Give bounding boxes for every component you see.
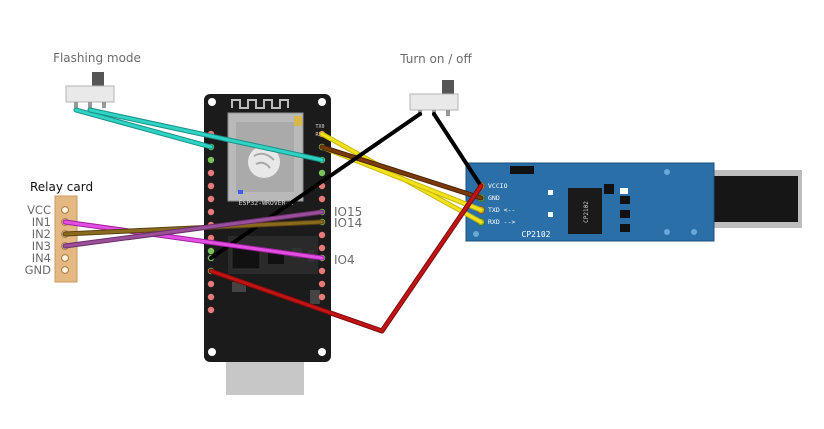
cp2102-adapter: CP2102 VCCIO GND TXD <-- RXD --> CP2102 [465, 162, 802, 242]
flashing-mode-switch [65, 72, 115, 108]
relay-header-strip [54, 195, 78, 283]
relay-card-label: Relay card [30, 180, 93, 194]
module-label: ESP32-WROVER-B [239, 199, 294, 207]
relay-pin-gnd: GND [25, 263, 52, 277]
relay-pin-in3: IN3 [32, 239, 51, 253]
wire-black-1 [209, 112, 422, 260]
power-switch [409, 80, 459, 116]
relay-pin-in1: IN1 [32, 215, 51, 229]
flashing-mode-label: Flashing mode [53, 51, 141, 65]
io15-label: IO15 [334, 205, 362, 219]
turn-on-off-label: Turn on / off [399, 52, 472, 66]
relay-pin-in4: IN4 [32, 251, 51, 265]
wires [62, 107, 484, 334]
pin-gnd: GND [488, 194, 500, 202]
io14-label: IO14 [334, 216, 362, 230]
cp2102-chip [568, 188, 602, 234]
tx0-mark: TX0 [315, 124, 324, 130]
wire-black-2 [432, 112, 483, 188]
espressif-logo-icon [248, 146, 280, 178]
relay-card-header: VCC IN1 IN2 IN3 IN4 GND [25, 195, 78, 283]
pin-rxd: RXD --> [488, 218, 515, 226]
esp32-board: ESP32-WROVER-B TX0 RX0 [204, 94, 331, 395]
switch-knob [442, 80, 454, 96]
chip-label: CP2102 [583, 201, 590, 223]
relay-pin-in2: IN2 [32, 227, 51, 241]
antenna-trace [231, 99, 289, 109]
io4-label: IO4 [334, 253, 355, 267]
pin-vccio: VCCIO [488, 182, 508, 190]
relay-pin-vcc: VCC [27, 203, 51, 217]
switch-knob [92, 72, 104, 88]
pin-txd: TXD <-- [488, 206, 515, 214]
adapter-name: CP2102 [522, 230, 551, 239]
